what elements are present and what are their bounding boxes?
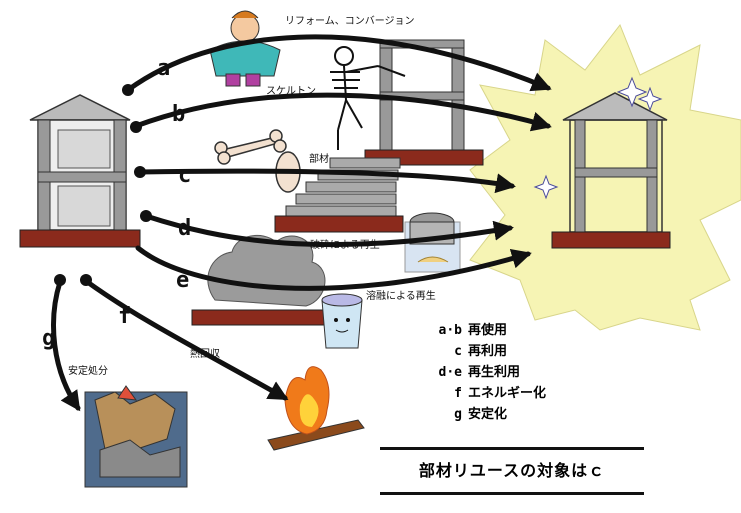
caption-crush: 破砕による再生 [310, 240, 380, 251]
caption-skeleton: スケルトン [266, 86, 316, 97]
original-building [19, 94, 141, 248]
new-building [551, 92, 671, 249]
melt-figure-icon [321, 293, 363, 349]
legend-text: エネルギー化 [468, 386, 547, 401]
legend-row: a·b 再使用 [418, 320, 546, 341]
path-label-a: a [157, 56, 171, 81]
crusher-icon [404, 212, 461, 273]
legend-row: f エネルギー化 [418, 383, 546, 404]
landfill-icon [84, 385, 188, 488]
caption-melt: 溶融による再生 [366, 291, 436, 302]
path-label-f: f [118, 304, 132, 329]
sparkle-icons [533, 76, 663, 200]
path-label-d: d [178, 216, 192, 241]
caption-member: 部材 [309, 154, 329, 165]
legend-row: g 安定化 [418, 404, 546, 425]
legend-row: d·e 再生利用 [418, 362, 546, 383]
summary-rule-bottom [380, 492, 644, 495]
legend-key: g [454, 407, 462, 422]
path-label-b: b [172, 102, 186, 127]
caption-stable: 安定処分 [68, 366, 108, 377]
summary-text: 部材リユースの対象はｃ [418, 461, 606, 480]
arrow-stubs [54, 84, 152, 286]
legend-text: 再使用 [468, 323, 508, 338]
legend-key: a·b [438, 323, 462, 338]
summary-box: 部材リユースの対象はｃ [380, 447, 644, 497]
legend: a·b 再使用 c 再利用 d·e 再生利用 f エネルギー化 g 安定化 [418, 320, 547, 425]
reform-worker-icon [209, 10, 281, 87]
legend-text: 再生利用 [468, 365, 521, 380]
legend-key: c [454, 344, 462, 359]
member-stack [274, 157, 404, 233]
legend-key: d·e [438, 365, 462, 380]
legend-text: 再利用 [468, 344, 508, 359]
skeleton-figure-icon [330, 46, 406, 150]
caption-reform: リフォーム、コンバージョン [285, 16, 415, 27]
legend-key: f [454, 386, 462, 401]
fire-icon [267, 366, 365, 451]
path-label-g: g [42, 326, 56, 351]
path-label-c: c [178, 163, 192, 188]
path-label-e: e [176, 268, 190, 293]
legend-text: 安定化 [468, 407, 508, 422]
arrows [51, 34, 552, 412]
caption-heat: 熱回収 [190, 349, 220, 360]
legend-row: c 再利用 [418, 341, 546, 362]
bone-icon [214, 129, 301, 193]
summary-rule-top [380, 447, 644, 450]
